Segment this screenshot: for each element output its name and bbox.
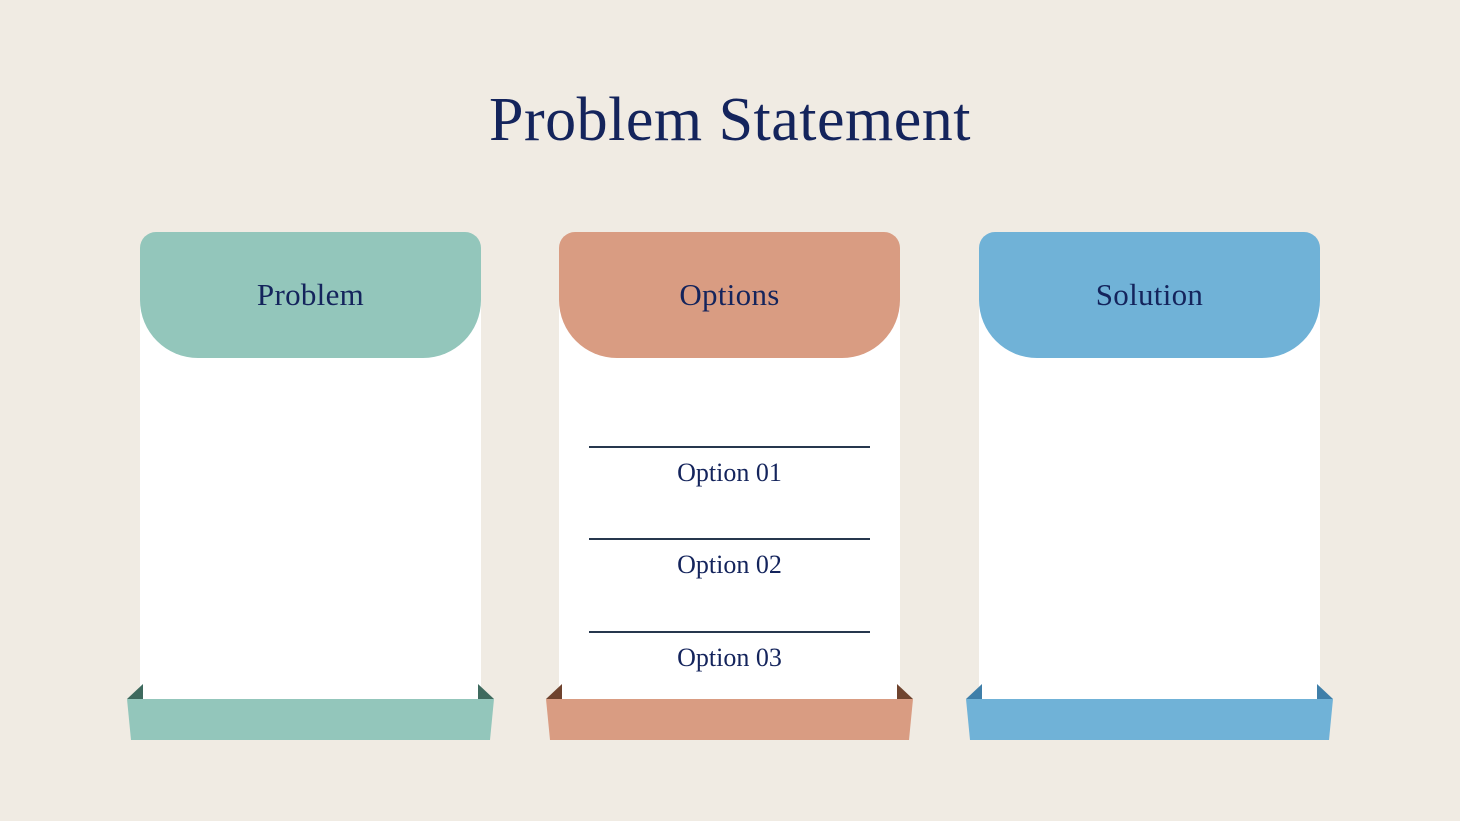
option-divider <box>589 538 870 540</box>
card-solution-header-label: Solution <box>1095 277 1204 312</box>
card-problem-footer-ribbon <box>127 699 494 740</box>
card-options-header: Options <box>559 232 900 358</box>
card-problem-header: Problem <box>140 232 481 358</box>
card-options-footer-ribbon <box>546 699 913 740</box>
option-row: Option 01 <box>589 446 870 488</box>
option-divider <box>589 631 870 633</box>
option-row: Option 02 <box>589 538 870 580</box>
card-problem-fold-left <box>127 684 143 699</box>
option-divider <box>589 446 870 448</box>
slide-title: Problem Statement <box>488 85 972 154</box>
card-options-header-label: Options <box>679 277 780 312</box>
card-solution-header: Solution <box>979 232 1320 358</box>
option-label: Option 03 <box>677 643 782 672</box>
option-label: Option 01 <box>677 458 782 487</box>
card-problem-fold-right <box>478 684 494 699</box>
card-solution-footer-ribbon <box>966 699 1333 740</box>
card-solution: Solution <box>966 232 1333 740</box>
options-list: Option 01 Option 02 Option 03 <box>559 232 900 740</box>
card-options: Options Option 01 Option 02 Option 03 <box>546 232 913 740</box>
option-label: Option 02 <box>677 550 782 579</box>
option-row: Option 03 <box>589 631 870 673</box>
card-problem: Problem <box>127 232 494 740</box>
card-problem-header-label: Problem <box>256 277 365 312</box>
